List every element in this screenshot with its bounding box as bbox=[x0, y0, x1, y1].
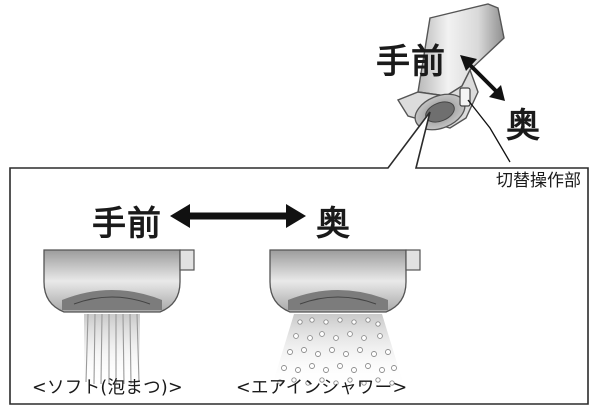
air-in-shower-faucet-illustration bbox=[269, 249, 421, 386]
label-back-panel: 奥 bbox=[316, 204, 351, 244]
label-switch-part: 切替操作部 bbox=[496, 171, 581, 191]
label-front-top: 手前 bbox=[376, 42, 446, 82]
switch-part-leader-line bbox=[467, 99, 511, 163]
double-arrow-icon bbox=[460, 55, 505, 101]
soft-foam-faucet-illustration bbox=[43, 249, 195, 385]
label-back-top: 奥 bbox=[506, 106, 541, 146]
panel-double-arrow-icon bbox=[170, 204, 306, 228]
label-front-panel: 手前 bbox=[92, 204, 162, 244]
switch-lever-icon bbox=[459, 87, 471, 107]
caption-air-in-shower: <エアインシャワー> bbox=[236, 378, 408, 398]
caption-soft-foam: <ソフト(泡まつ)> bbox=[32, 378, 183, 398]
